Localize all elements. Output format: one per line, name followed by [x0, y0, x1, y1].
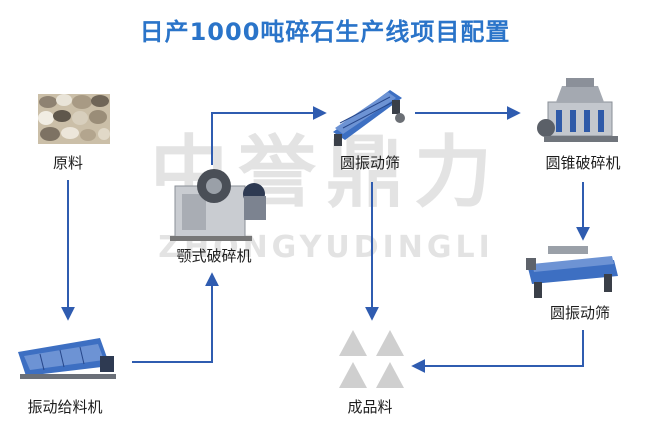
- page-title: 日产1000吨碎石生产线项目配置: [139, 18, 511, 46]
- raw-material-image: [38, 94, 110, 144]
- node-label-jaw-crusher: 颚式破碎机: [176, 247, 252, 265]
- vibrating-feeder-image: [18, 338, 116, 379]
- arrow-feeder-to-jaw: [132, 272, 219, 363]
- node-label-vibrating-screen-2: 圆振动筛: [549, 304, 610, 322]
- finished-product-image: [339, 330, 404, 388]
- vibrating-screen-1-image: [333, 90, 405, 146]
- jaw-crusher-image: [170, 169, 266, 241]
- node-label-finished-product: 成品料: [347, 398, 393, 416]
- vibrating-screen-2-image: [526, 246, 618, 298]
- arrow-screen2-to-product: [411, 330, 584, 373]
- node-label-raw-material: 原料: [52, 154, 83, 172]
- flow-arrows: [61, 106, 590, 373]
- cone-crusher-image: [537, 78, 618, 142]
- node-label-cone-crusher: 圆锥破碎机: [545, 154, 621, 172]
- node-label-vibrating-feeder: 振动给料机: [27, 398, 103, 416]
- arrow-jaw-to-screen1: [211, 106, 327, 165]
- node-label-vibrating-screen-1: 圆振动筛: [339, 154, 400, 172]
